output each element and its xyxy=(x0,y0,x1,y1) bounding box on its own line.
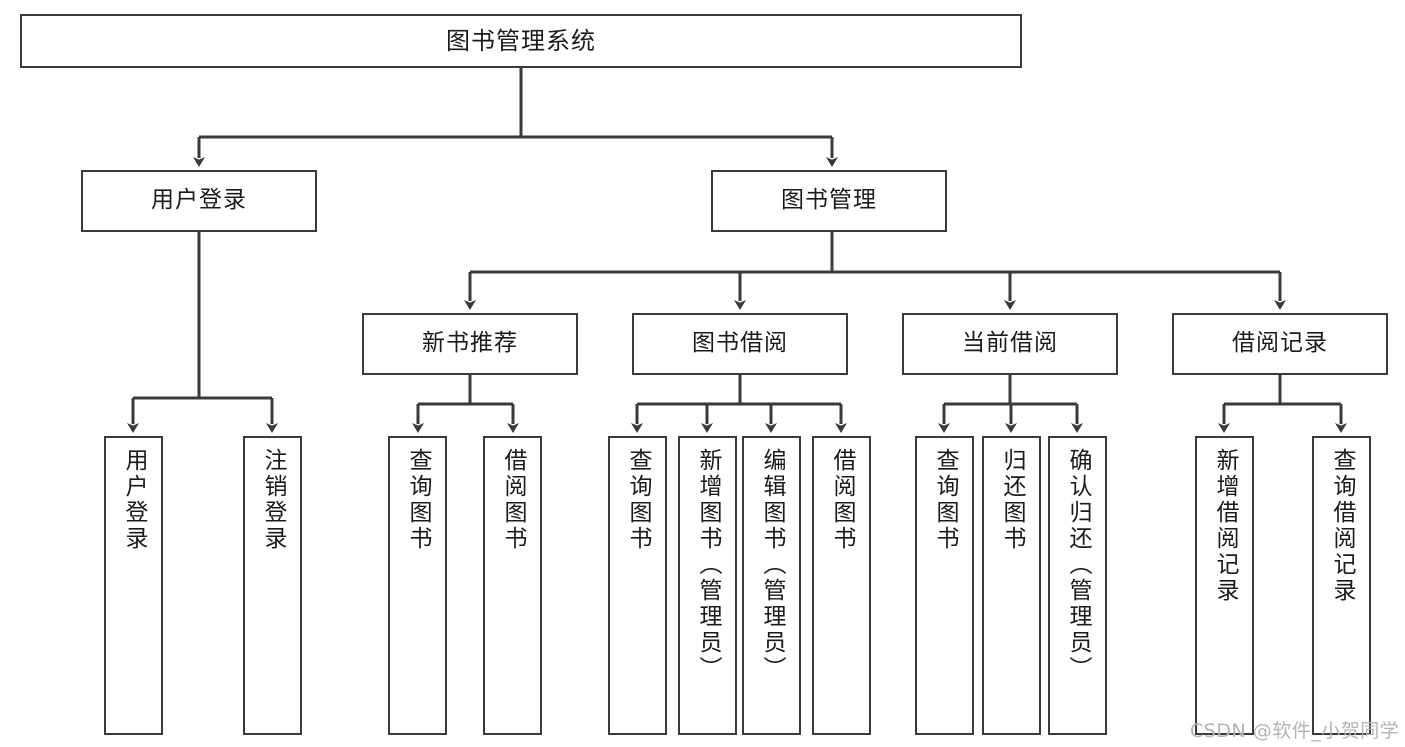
node-label: 当前借阅 xyxy=(962,330,1058,357)
csdn-watermark: CSDN @软件_小贺同学 xyxy=(1190,720,1400,742)
node-label: 新增借阅记录 xyxy=(1212,448,1238,604)
leaf-borrow-record-query[interactable]: 查询借阅记录 xyxy=(1312,436,1371,735)
node-label: 借阅记录 xyxy=(1232,330,1328,357)
leaf-book-borrow-query[interactable]: 查询图书 xyxy=(608,436,667,735)
node-label: 图书管理系统 xyxy=(446,26,596,55)
node-label: 查询借阅记录 xyxy=(1329,448,1355,604)
leaf-new-book-borrow[interactable]: 借阅图书 xyxy=(483,436,542,735)
node-label: 新增图书（管理员） xyxy=(695,448,721,682)
node-current-borrow[interactable]: 当前借阅 xyxy=(902,313,1118,375)
node-label: 用户登录 xyxy=(121,448,147,552)
leaf-user-login-signout[interactable]: 注销登录 xyxy=(243,436,302,735)
node-label: 注销登录 xyxy=(260,448,286,552)
node-label: 查询图书 xyxy=(932,448,958,552)
node-label: 借阅图书 xyxy=(500,448,526,552)
leaf-current-borrow-query[interactable]: 查询图书 xyxy=(915,436,974,735)
node-label: 归还图书 xyxy=(999,448,1025,552)
leaf-new-book-query[interactable]: 查询图书 xyxy=(388,436,447,735)
node-label: 借阅图书 xyxy=(829,448,855,552)
leaf-book-borrow-add[interactable]: 新增图书（管理员） xyxy=(678,436,737,735)
node-label: 查询图书 xyxy=(625,448,651,552)
node-label: 编辑图书（管理员） xyxy=(759,448,785,682)
leaf-borrow-record-add[interactable]: 新增借阅记录 xyxy=(1195,436,1254,735)
leaf-current-borrow-confirm-return[interactable]: 确认归还（管理员） xyxy=(1048,436,1107,735)
node-label: 用户登录 xyxy=(151,187,247,214)
node-borrow-record[interactable]: 借阅记录 xyxy=(1172,313,1388,375)
leaf-book-borrow-edit[interactable]: 编辑图书（管理员） xyxy=(742,436,801,735)
node-user-login[interactable]: 用户登录 xyxy=(81,170,317,232)
leaf-book-borrow-borrow[interactable]: 借阅图书 xyxy=(812,436,871,735)
node-book-management[interactable]: 图书管理 xyxy=(711,170,947,232)
node-label: 图书借阅 xyxy=(692,330,788,357)
node-new-book-recommend[interactable]: 新书推荐 xyxy=(362,313,578,375)
node-root-book-management-system[interactable]: 图书管理系统 xyxy=(20,14,1022,68)
leaf-user-login-signin[interactable]: 用户登录 xyxy=(104,436,163,735)
node-label: 新书推荐 xyxy=(422,330,518,357)
node-label: 图书管理 xyxy=(781,187,877,214)
node-label: 确认归还（管理员） xyxy=(1065,448,1091,682)
node-label: 查询图书 xyxy=(405,448,431,552)
node-book-borrow[interactable]: 图书借阅 xyxy=(632,313,848,375)
leaf-current-borrow-return[interactable]: 归还图书 xyxy=(982,436,1041,735)
